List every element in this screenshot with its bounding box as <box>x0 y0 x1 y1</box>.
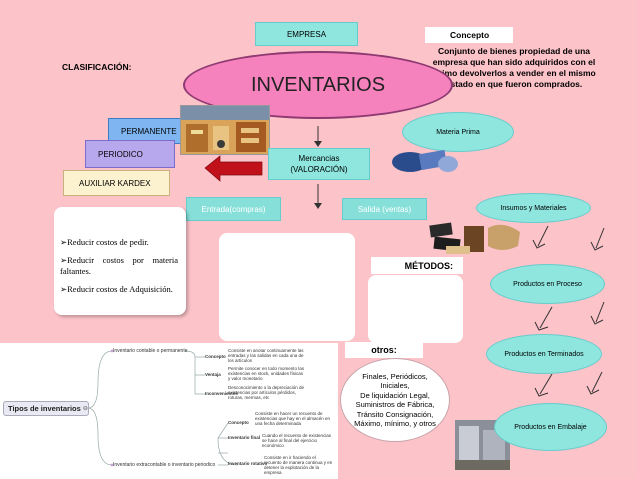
otros-ellipse: Finales, Periódicos, Iniciales, De liqui… <box>340 358 450 442</box>
mercancias-box: Mercancias (VALORACIÓN) <box>268 148 370 180</box>
concepto-title: Concepto <box>425 27 513 43</box>
clasificacion-heading: CLASIFICACIÓN: <box>62 62 132 72</box>
insumos-label: Insumos y Materiales <box>500 204 567 212</box>
b1-note: Consiste en anotar continuamente las ent… <box>228 348 304 363</box>
mindmap-branch-2: Inventario extracontable o inventario pe… <box>113 462 216 468</box>
b2-leaf-concepto: Concepto <box>228 420 249 425</box>
b2-leaf-final: Inventario final <box>228 435 261 440</box>
tipo-insumos: Insumos y Materiales <box>476 193 591 223</box>
mindmap-panel: Tipos de inventarios ⊖ Inventario contab… <box>0 343 338 479</box>
salida-label: Salida (ventas) <box>357 204 412 214</box>
valoracion-label: (VALORACIÓN) <box>290 165 348 174</box>
empresa-label: EMPRESA <box>286 29 327 39</box>
b2-leaf-rotativo: Inventario rotativo <box>228 461 268 466</box>
b2-note: Consiste en ir haciendo el recuento de m… <box>264 455 333 475</box>
otros-line: Iniciales, <box>380 381 410 390</box>
otros-line: Finales, Periódicos, <box>362 371 428 381</box>
mindmap-connectors <box>87 349 239 467</box>
tipo-productos-terminados: Productos en Terminados <box>486 334 602 374</box>
b2-note: Consiste en hacer un recuento de existen… <box>255 411 331 426</box>
metodos-box <box>368 275 463 343</box>
blank-box <box>219 233 355 341</box>
b2-note: Cuando el recuento de existencias se hac… <box>262 433 332 448</box>
otros-line: Máximo, mínimo, y otros <box>354 419 436 428</box>
entrada-box: Entrada(compras) <box>186 197 281 221</box>
ventaja-item: ➢Reducir costos por materia faltantes. <box>60 255 178 276</box>
tipo-productos-proceso: Productos en Proceso <box>490 264 605 304</box>
proceso-label: Productos en Proceso <box>513 280 582 288</box>
mercancias-label: Mercancias <box>298 154 340 163</box>
b1-leaf-inconvenientes: Inconvenientes <box>205 391 238 396</box>
entrada-label: Entrada(compras) <box>201 204 266 214</box>
permanente-label: PERMANENTE <box>121 126 177 136</box>
b1-note: Desconocimiento o la depreciación de exi… <box>228 385 305 400</box>
salida-box: Salida (ventas) <box>342 198 427 220</box>
b1-note: Permite conocer en todo momento las exis… <box>228 366 305 381</box>
inventarios-ellipse: INVENTARIOS <box>183 51 453 119</box>
otros-line: De liquidación Legal, <box>360 390 430 400</box>
periodico-label: PERIODICO <box>98 149 143 159</box>
concepto-text: Conjunto de bienes propiedad de una empr… <box>432 46 596 89</box>
red-arrow-icon <box>204 155 263 182</box>
warehouse-image <box>180 105 270 155</box>
clasificacion-periodico: PERIODICO <box>85 140 175 168</box>
otros-line: Suministros de Fábrica, <box>355 400 435 409</box>
inventarios-label: INVENTARIOS <box>250 73 386 96</box>
terminados-label: Productos en Terminados <box>504 350 584 358</box>
mindmap-branch-1: Inventario contable o permanente <box>113 348 188 354</box>
tipo-materia-prima: Materia Prima <box>402 112 514 152</box>
otros-title: otros: <box>345 342 423 358</box>
ventaja-item: ➢Reducir costos de Adquisición. <box>60 284 173 294</box>
b1-leaf-concepto: Concepto <box>205 354 226 359</box>
auxiliar-label: AUXILIAR KARDEX <box>79 178 151 188</box>
empresa-box: EMPRESA <box>255 22 358 46</box>
ventaja-item: ➢Reducir costos de pedir. <box>60 237 149 247</box>
embalaje-label: Productos en Embalaje <box>514 423 587 431</box>
tipo-productos-embalaje: Productos en Embalaje <box>494 403 607 451</box>
materia-prima-label: Materia Prima <box>436 128 480 136</box>
materia-prima-image <box>390 146 460 176</box>
root-label: Tipos de inventarios <box>8 404 81 413</box>
expand-icon: ⊖ <box>82 406 88 412</box>
metodos-title: MÉTODOS: <box>371 257 463 274</box>
b1-leaf-ventaja: Ventaja <box>205 372 221 377</box>
insumos-image <box>428 218 523 256</box>
mindmap-root: Tipos de inventarios ⊖ <box>3 401 89 416</box>
otros-line: Tránsito Consignación, <box>356 409 434 419</box>
clasificacion-auxiliar: AUXILIAR KARDEX <box>63 170 170 196</box>
ventajas-box: ➢Reducir costos de pedir. ➢Reducir costo… <box>54 207 186 315</box>
